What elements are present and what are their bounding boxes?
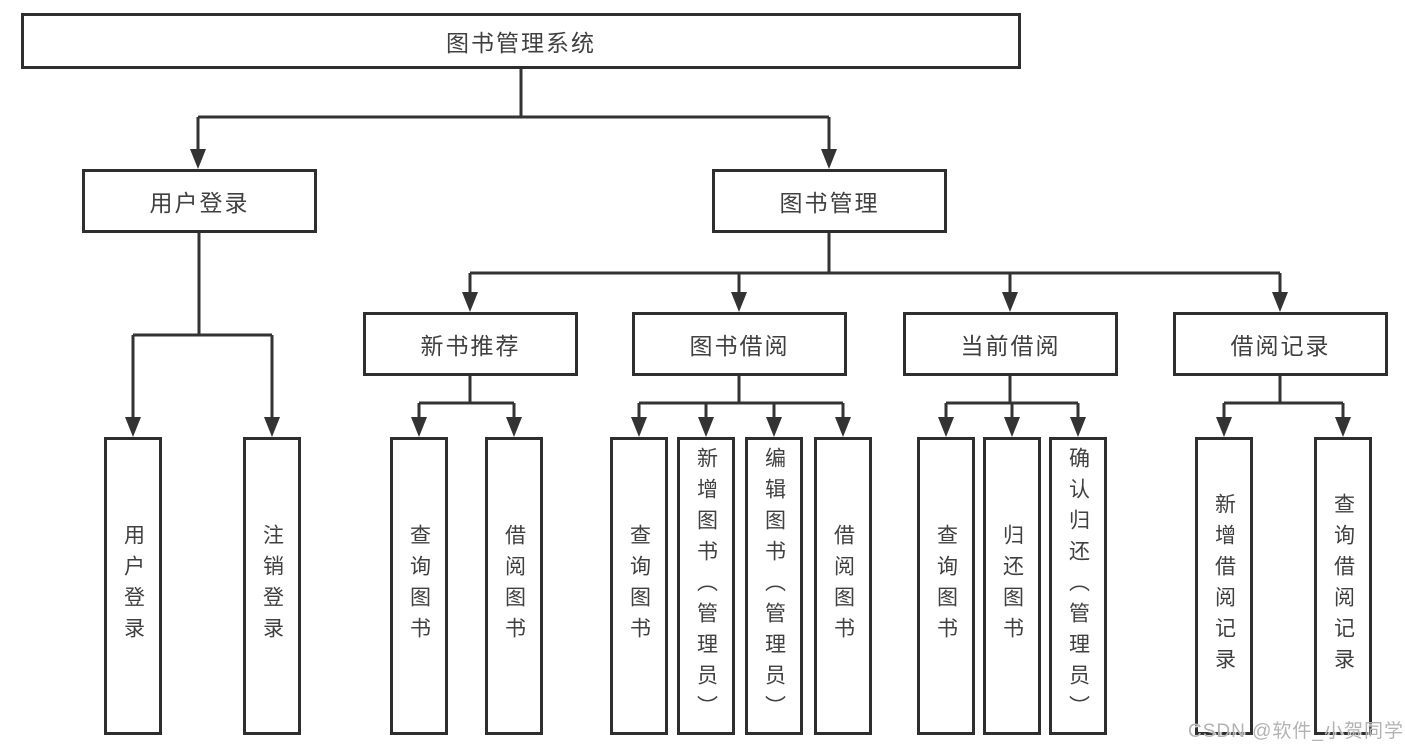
leaf-query-borrow-record: 查询借阅记录 [1314, 437, 1372, 735]
leaf-return-book: 归还图书 [983, 437, 1041, 735]
node-book-management: 图书管理 [712, 169, 947, 233]
leaf-edit-book-admin: 编辑图书（管理员） [745, 437, 803, 735]
node-new-book-recommend: 新书推荐 [363, 312, 578, 376]
arrowheads [125, 149, 1351, 437]
leaf-logout: 注销登录 [243, 437, 301, 735]
node-current-borrow: 当前借阅 [903, 312, 1118, 376]
leaf-add-book-admin: 新增图书（管理员） [677, 437, 735, 735]
leaf-user-login: 用户登录 [104, 437, 162, 735]
node-book-borrow: 图书借阅 [632, 312, 847, 376]
node-borrow-records: 借阅记录 [1173, 312, 1388, 376]
node-user-login: 用户登录 [82, 169, 317, 233]
leaf-query-books-current: 查询图书 [917, 437, 975, 735]
leaf-add-borrow-record: 新增借阅记录 [1195, 437, 1253, 735]
leaf-query-books-borrow: 查询图书 [610, 437, 668, 735]
leaf-borrow-books-recommend: 借阅图书 [485, 437, 543, 735]
leaf-confirm-return-admin: 确认归还（管理员） [1049, 437, 1107, 735]
node-root-system: 图书管理系统 [21, 13, 1021, 69]
leaf-borrow-books: 借阅图书 [814, 437, 872, 735]
leaf-query-books-recommend: 查询图书 [390, 437, 448, 735]
watermark: CSDN @软件_小贺同学 [1188, 721, 1404, 742]
